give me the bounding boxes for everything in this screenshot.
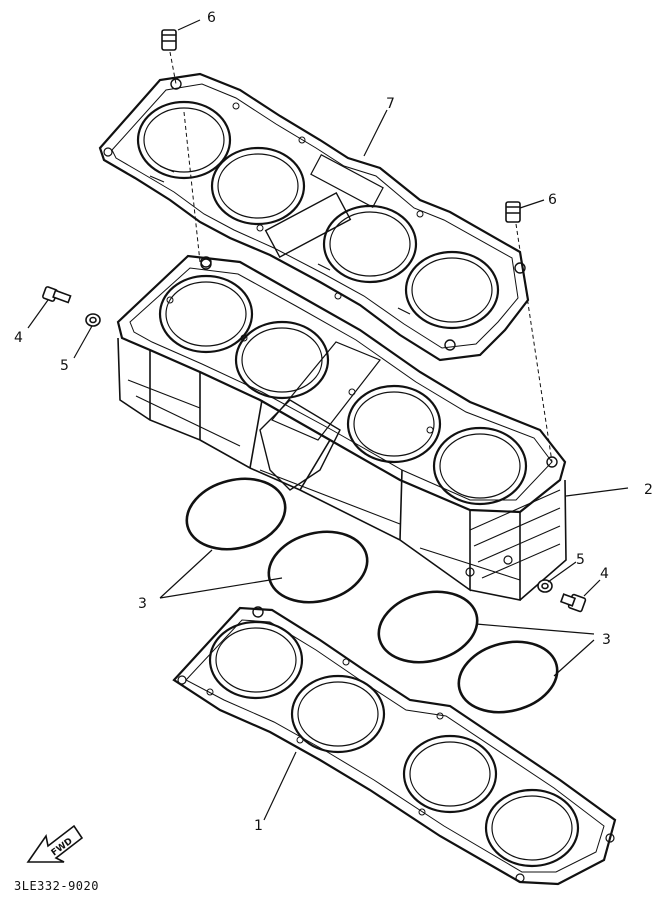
callout-1: 1 (254, 818, 263, 834)
callout-4-left: 4 (14, 330, 23, 346)
dowel-pin-left (161, 29, 177, 51)
washer-left (85, 313, 101, 327)
diagram-code: 3LE332-9020 (14, 879, 99, 893)
washer-right (537, 579, 553, 593)
callout-7: 7 (386, 96, 395, 112)
cylinder-block (116, 254, 567, 601)
callout-3-left: 3 (138, 596, 147, 612)
alignment-lines (169, 51, 553, 463)
o-ring-2 (267, 530, 369, 604)
callout-5-right: 5 (576, 552, 585, 568)
o-ring-1 (185, 477, 287, 551)
o-ring-3 (377, 590, 479, 664)
o-ring-4 (457, 640, 559, 714)
bolt-right (559, 593, 587, 613)
forward-direction-arrow: FWD (26, 824, 84, 863)
callout-6-right: 6 (548, 192, 557, 208)
head-gasket (98, 72, 530, 362)
bolt-left (42, 286, 72, 304)
dowel-pin-right (505, 201, 521, 223)
o-rings (185, 477, 559, 714)
callout-6-top: 6 (207, 10, 216, 26)
callout-5-left: 5 (60, 358, 69, 374)
callout-3-right: 3 (602, 632, 611, 648)
base-gasket (172, 606, 617, 886)
callout-2: 2 (644, 482, 653, 498)
leader-lines (27, 19, 629, 821)
callout-4-right: 4 (600, 566, 609, 582)
